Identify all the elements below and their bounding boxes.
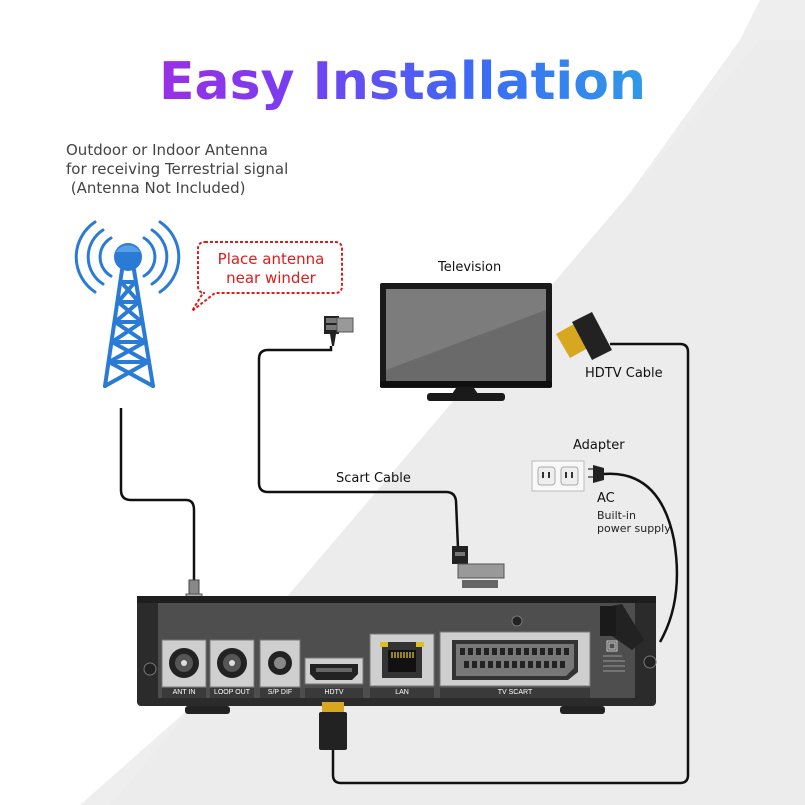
scart-plug-icon bbox=[324, 316, 354, 346]
compliance-marks bbox=[603, 640, 625, 672]
power-plug-icon bbox=[588, 465, 604, 483]
lan-port bbox=[369, 633, 435, 687]
port-label-lan: LAN bbox=[370, 688, 434, 698]
callout-text: Place antenna near winder bbox=[200, 250, 342, 288]
antenna-tower-icon bbox=[74, 220, 181, 388]
hdtv-cable-label: HDTV Cable bbox=[585, 366, 663, 381]
hdmi-plug-icon bbox=[319, 702, 347, 750]
port-label-ant-in: ANT IN bbox=[162, 688, 206, 698]
builtin-power-line: power supply bbox=[597, 522, 671, 535]
callout-line: Place antenna bbox=[217, 250, 325, 268]
antenna-description-line: (Antenna Not Included) bbox=[66, 179, 246, 197]
builtin-power-label: Built-in power supply bbox=[597, 509, 671, 535]
hdmi-plug-icon bbox=[556, 312, 612, 360]
ant-in-port bbox=[161, 639, 207, 688]
builtin-power-line: Built-in bbox=[597, 509, 636, 522]
scart-cable-label: Scart Cable bbox=[336, 471, 411, 486]
port-label-spdif: S/P DIF bbox=[260, 688, 300, 698]
callout-line: near winder bbox=[226, 269, 316, 287]
callout-bubble bbox=[191, 241, 343, 312]
port-label-loop-out: LOOP OUT bbox=[210, 688, 254, 698]
antenna-description-line: Outdoor or Indoor Antenna bbox=[66, 141, 268, 159]
page-title: Easy Installation bbox=[0, 52, 805, 112]
tv-scart-port bbox=[439, 631, 591, 687]
television-icon bbox=[380, 283, 552, 401]
power-cable bbox=[603, 472, 679, 643]
scart-plug-icon bbox=[452, 546, 505, 588]
loop-out-port bbox=[209, 639, 255, 688]
television-label: Television bbox=[438, 260, 502, 275]
power-cord-inlet-icon bbox=[600, 604, 644, 650]
antenna-cable bbox=[119, 408, 196, 585]
antenna-description: Outdoor or Indoor Antenna for receiving … bbox=[66, 141, 288, 198]
spdif-port bbox=[259, 639, 301, 688]
antenna-description-line: for receiving Terrestrial signal bbox=[66, 160, 289, 178]
ac-label: AC bbox=[597, 491, 615, 506]
port-label-tv-scart: TV SCART bbox=[440, 688, 590, 698]
hdtv-cable bbox=[331, 342, 690, 785]
port-label-hdtv: HDTV bbox=[305, 688, 363, 698]
adapter-label: Adapter bbox=[573, 438, 625, 453]
wall-outlet-icon bbox=[531, 460, 585, 492]
scart-cable bbox=[257, 346, 460, 549]
hdtv-port bbox=[304, 657, 364, 685]
